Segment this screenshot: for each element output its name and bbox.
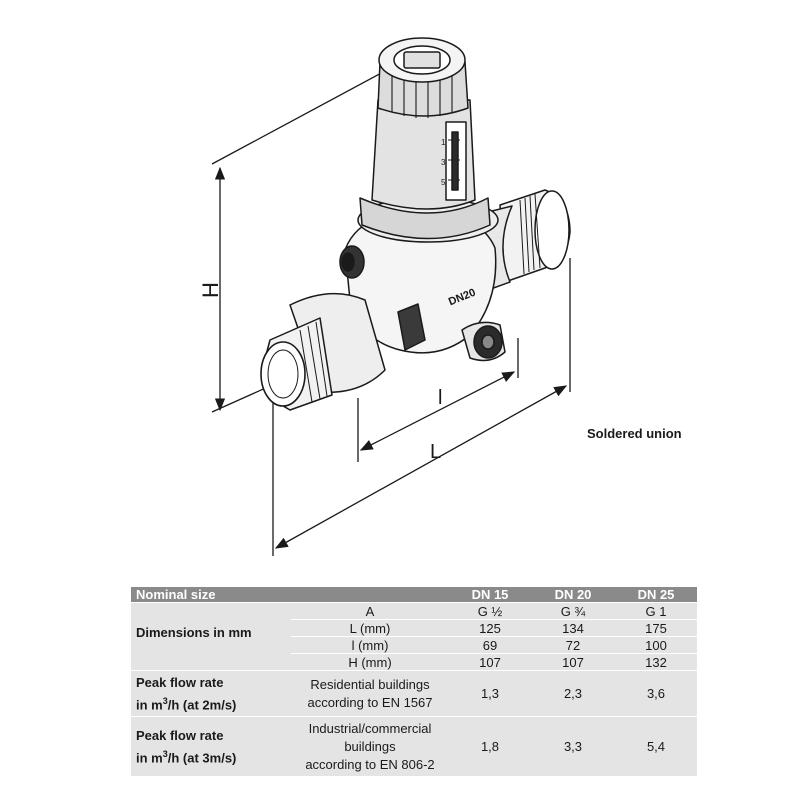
value-l-dn15: 69	[449, 636, 531, 654]
flow-desc-industrial: Industrial/commercial buildings accordin…	[291, 716, 449, 777]
group-dimensions: Dimensions in mm	[131, 602, 291, 671]
scale-mark-1: 1	[441, 138, 446, 147]
label-inner-length: l	[438, 387, 442, 409]
flow-label-3ms-unit-pre: in m	[136, 750, 163, 766]
flow-label-2ms-line1: Peak flow rate	[136, 674, 224, 690]
table-row-total-length: L (mm) 125 134 175	[131, 619, 697, 637]
flow-desc-industrial-line1: Industrial/commercial	[308, 720, 432, 736]
flow-label-2ms-unit-sup: 3	[162, 695, 168, 706]
flow-2ms-dn25: 3,6	[615, 670, 697, 717]
left-inlet	[260, 292, 386, 411]
param-H: H (mm)	[291, 653, 449, 671]
flow-3ms-dn15: 1,8	[449, 716, 531, 777]
table-row-thread-size: Dimensions in mm A G ½ G ¾ G 1	[131, 602, 697, 671]
value-H-dn20: 107	[531, 653, 615, 671]
param-L: L (mm)	[291, 619, 449, 637]
value-H-dn15: 107	[449, 653, 531, 671]
flow-label-2ms-unit-post: /h (at 2m/s)	[167, 697, 237, 713]
table-row-inner-length: l (mm) 69 72 100	[131, 636, 697, 654]
value-a-dn15: G ½	[449, 602, 531, 620]
header-nominal-size: Nominal size	[131, 587, 449, 603]
dimension-l	[359, 371, 516, 451]
scale-mark-5: 5	[441, 178, 446, 187]
scale-mark-3: 3	[441, 158, 446, 167]
valve-body: DN20 1 3 5	[260, 37, 571, 411]
header-dn15: DN 15	[449, 587, 531, 603]
table-row-flow-residential: Peak flow rate in m3/h (at 2m/s) Residen…	[131, 670, 697, 717]
value-L-dn20: 134	[531, 619, 615, 637]
table-row-flow-industrial: Peak flow rate in m3/h (at 3m/s) Industr…	[131, 716, 697, 777]
flow-desc-industrial-line3: according to EN 806-2	[305, 756, 435, 772]
param-a: A	[291, 602, 449, 620]
side-port-front	[461, 321, 506, 362]
flow-label-2ms: Peak flow rate in m3/h (at 2m/s)	[131, 670, 291, 717]
extension-line-top	[211, 62, 401, 165]
value-a-dn20: G ¾	[531, 602, 615, 620]
flow-label-3ms-line1: Peak flow rate	[136, 727, 224, 743]
flow-label-3ms-unit-sup: 3	[162, 748, 168, 759]
front-plate	[397, 303, 426, 351]
header-dn25: DN 25	[615, 587, 697, 603]
value-l-dn20: 72	[531, 636, 615, 654]
flow-label-2ms-unit-pre: in m	[136, 697, 163, 713]
flow-desc-residential-line2: according to EN 1567	[307, 694, 433, 710]
flow-label-3ms: Peak flow rate in m3/h (at 3m/s)	[131, 716, 291, 777]
flow-2ms-dn15: 1,3	[449, 670, 531, 717]
value-l-dn25: 100	[615, 636, 697, 654]
adjustment-knob	[377, 37, 469, 118]
param-l: l (mm)	[291, 636, 449, 654]
table-header-row: Nominal size DN 15 DN 20 DN 25	[131, 587, 697, 603]
table-row-height: H (mm) 107 107 132	[131, 653, 697, 671]
flow-label-3ms-unit-post: /h (at 3m/s)	[167, 750, 237, 766]
specifications-table: Nominal size DN 15 DN 20 DN 25 Dimension…	[131, 587, 697, 777]
label-total-length: L	[430, 441, 441, 463]
header-dn20: DN 20	[531, 587, 615, 603]
flow-2ms-dn20: 2,3	[531, 670, 615, 717]
label-height: H	[198, 282, 223, 298]
side-port-left	[339, 245, 365, 279]
drawing-caption: Soldered union	[587, 426, 682, 441]
value-L-dn15: 125	[449, 619, 531, 637]
flow-3ms-dn25: 5,4	[615, 716, 697, 777]
flow-desc-industrial-line2: buildings	[344, 738, 396, 754]
lock-nut	[359, 197, 491, 240]
value-L-dn25: 175	[615, 619, 697, 637]
right-outlet	[478, 189, 571, 291]
value-H-dn25: 132	[615, 653, 697, 671]
value-a-dn25: G 1	[615, 602, 697, 620]
flow-desc-residential: Residential buildings according to EN 15…	[291, 670, 449, 717]
dimension-L	[274, 385, 568, 549]
flow-desc-residential-line1: Residential buildings	[310, 676, 430, 692]
valve-technical-drawing: H l L	[198, 37, 571, 556]
flow-3ms-dn20: 3,3	[531, 716, 615, 777]
